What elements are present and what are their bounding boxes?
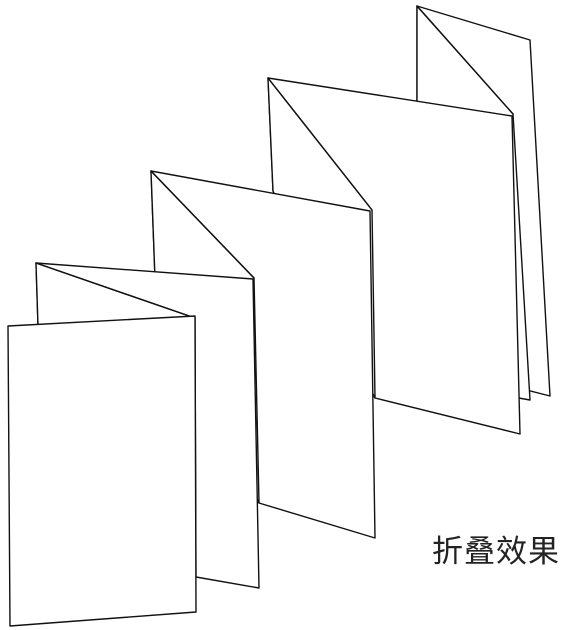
diagram-caption: 折叠效果 [432, 534, 560, 570]
fold-crease-3 [267, 77, 373, 211]
fold-crease-4 [416, 5, 514, 115]
front-cover-panel [7, 315, 197, 627]
fold-crease-2 [150, 170, 255, 279]
fold-crease-1 [35, 262, 196, 319]
